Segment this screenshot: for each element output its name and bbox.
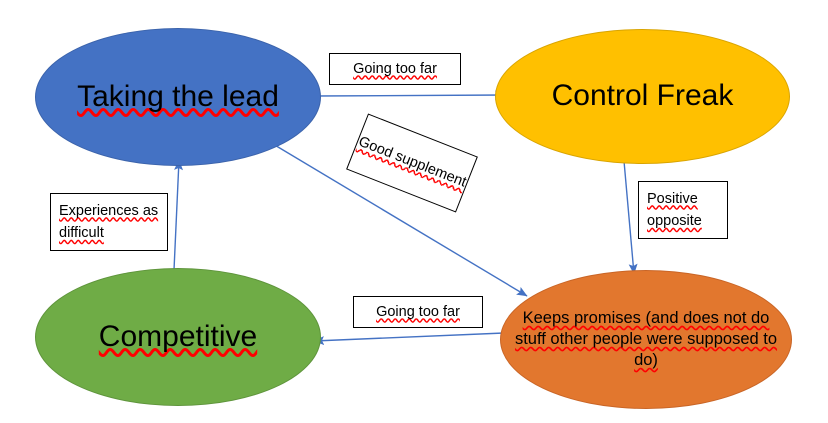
node-label: Keeps promises (and does not do stuff ot… — [514, 308, 778, 370]
arrow-keeps-promises-to-competitive — [313, 332, 505, 346]
arrow-competitive-to-taking-lead — [173, 159, 184, 271]
node-label: Competitive — [98, 319, 258, 353]
arrow-taking-lead-to-control-freak — [314, 90, 506, 100]
node-competitive[interactable]: Competitive — [35, 268, 321, 406]
edge-label-text: Positive opposite — [647, 190, 702, 229]
edge-label-text: Going too far — [353, 60, 437, 77]
edge-label-good-supplement[interactable]: Good supplement — [346, 113, 478, 213]
edge-label-text: Experiences as difficult — [59, 202, 159, 241]
node-label: Taking the lead — [77, 79, 279, 113]
edge-label-experiences-as-difficult[interactable]: Experiences as difficult — [50, 193, 168, 251]
edge-label-text: Good supplement — [356, 133, 469, 191]
edge-label-going-too-far-bottom[interactable]: Going too far — [353, 296, 483, 328]
node-control-freak[interactable]: Control Freak — [495, 29, 790, 164]
edge-label-positive-opposite[interactable]: Positive opposite — [638, 181, 728, 239]
node-label: Control Freak — [551, 79, 734, 113]
node-taking-the-lead[interactable]: Taking the lead — [35, 28, 321, 166]
arrow-control-freak-to-keeps-promises — [623, 160, 638, 275]
edge-label-text: Going too far — [376, 303, 460, 320]
edge-label-going-too-far-top[interactable]: Going too far — [329, 53, 461, 85]
node-keeps-promises[interactable]: Keeps promises (and does not do stuff ot… — [500, 270, 792, 409]
